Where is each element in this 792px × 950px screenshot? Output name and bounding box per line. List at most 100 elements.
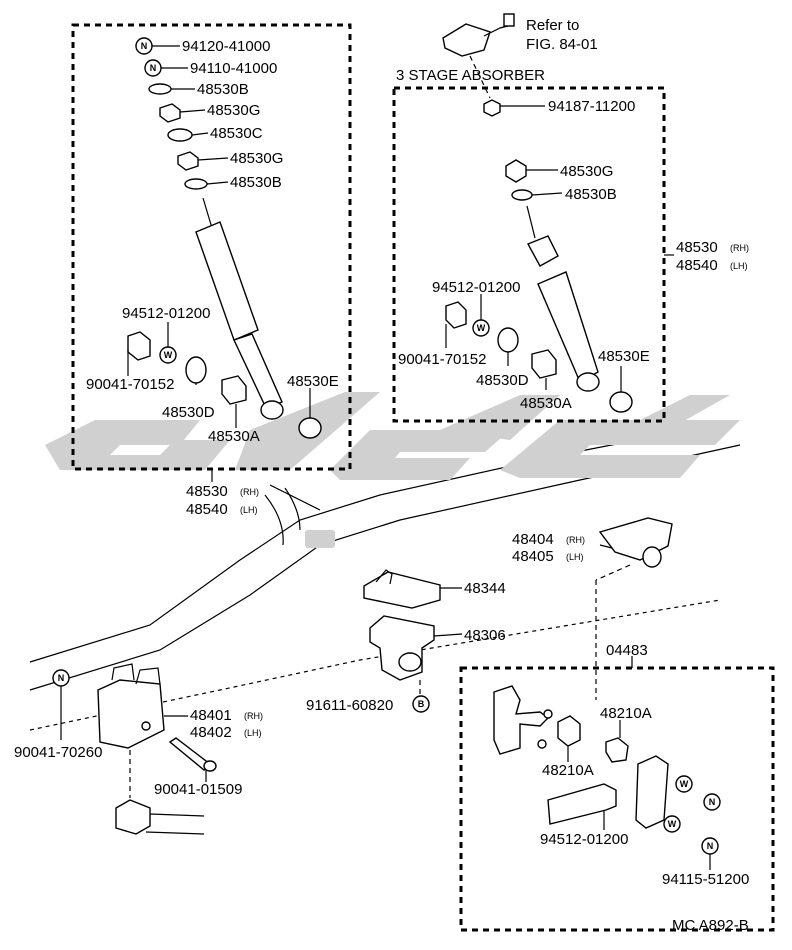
label-90041-70152-right: 90041-70152 (398, 351, 486, 368)
left-shock-absorber (195, 197, 284, 420)
label-94115: 94115-51200 (662, 871, 749, 888)
washer-symbol-text-1: W (164, 350, 173, 360)
label-48530a-left: 48530A (208, 428, 260, 445)
bushing-48530g-upper (159, 103, 181, 123)
left-shock-lower-parts: W (127, 322, 322, 439)
bushing-48530-left (185, 356, 207, 384)
bushing-48530g-lower (177, 151, 199, 171)
nut-symbol-text-4: N (707, 841, 714, 851)
bushing-48530-right (497, 327, 519, 353)
label-rh-48401: (RH) (244, 711, 263, 721)
label-94512-right: 94512-01200 (432, 279, 520, 296)
bracket-48306: B (369, 615, 463, 713)
label-94512-left: 94512-01200 (122, 305, 210, 322)
collar-90041-70152-left (127, 331, 151, 361)
shackle-bracket-48404 (595, 517, 673, 700)
label-48530e-left: 48530E (287, 373, 339, 390)
label-48540-right: 48540 (676, 257, 718, 274)
cup-48530c (167, 128, 193, 142)
label-48401: 48401 (190, 707, 232, 724)
washer-48530b-upper (148, 83, 172, 95)
washer-symbol-text-3: W (680, 779, 689, 789)
label-94512-bottom: 94512-01200 (540, 831, 628, 848)
label-90041-01509: 90041-01509 (154, 781, 242, 798)
label-48306: 48306 (464, 627, 506, 644)
right-shock-lower-parts: W (445, 294, 633, 413)
sensor-connector (442, 13, 515, 99)
nut-94187 (483, 99, 501, 117)
label-48402: 48402 (190, 724, 232, 741)
right-shock-upper-parts (483, 99, 563, 201)
label-90041-70260: 90041-70260 (14, 744, 102, 761)
label-94120: 94120-41000 (182, 38, 270, 55)
label-04483: 04483 (606, 642, 648, 659)
label-48530b-l2: 48530B (230, 174, 282, 191)
label-lh-bottom: (LH) (240, 505, 258, 515)
label-lh-right: (LH) (730, 261, 748, 271)
bolt-symbol-b (412, 695, 430, 713)
washer-48530b-right (511, 189, 533, 201)
bushing-48210a-2 (605, 737, 629, 763)
label-48540-bottom: 48540 (186, 501, 228, 518)
watermark-logo (45, 392, 740, 548)
right-shock-absorber (526, 205, 600, 392)
washer-symbol-kit-2 (663, 815, 681, 833)
label-91611: 91611-60820 (306, 697, 393, 714)
bushing-48530d-left (221, 375, 247, 405)
labels: Refer to FIG. 84-01 3 STAGE ABSORBER 941… (14, 17, 749, 934)
left-shock-upper-parts: N N (135, 37, 229, 190)
right-shock-group-box (392, 86, 666, 423)
label-48530g-right: 48530G (560, 163, 613, 180)
label-fig-ref: FIG. 84-01 (526, 36, 598, 53)
collar-90041-70152-right (445, 301, 467, 329)
label-48530e-right: 48530E (598, 348, 650, 365)
label-rh-bottom: (RH) (240, 487, 259, 497)
bushing-48210a-1 (557, 715, 581, 747)
nut-symbol-text-5: N (58, 673, 65, 683)
nut-symbol-kit-1 (703, 793, 721, 811)
bushing-48530e-left (298, 417, 322, 439)
label-48530b-right: 48530B (565, 186, 617, 203)
shackle-kit-box (459, 666, 775, 932)
label-48210a-1: 48210A (600, 705, 652, 722)
washer-symbol-kit-1 (675, 775, 693, 793)
bracket-48344 (363, 569, 462, 609)
bushing-48530d-right (531, 349, 557, 379)
label-rh-right: (RH) (730, 243, 749, 253)
label-48530-right: 48530 (676, 239, 718, 256)
label-48405: 48405 (512, 548, 554, 565)
label-48530c: 48530C (210, 125, 263, 142)
diagram-code: MC A892-B (672, 917, 749, 934)
label-94110: 94110-41000 (190, 60, 277, 77)
label-48344: 48344 (464, 580, 506, 597)
bolt-symbol-text: B (418, 699, 425, 709)
front-hanger-48401: N (52, 663, 217, 835)
label-48530g-l1: 48530G (207, 102, 260, 119)
label-48530a-right: 48530A (520, 395, 572, 412)
label-48530d-left: 48530D (162, 404, 215, 421)
label-lh-48402: (LH) (244, 728, 262, 738)
label-90041-70152-left: 90041-70152 (86, 376, 174, 393)
label-94187: 94187-11200 (548, 98, 635, 115)
shackle-kit-parts: W N W N (493, 685, 721, 870)
label-48530-bottom: 48530 (186, 483, 228, 500)
label-48210a-2: 48210A (542, 762, 594, 779)
nut-symbol-text-1: N (141, 41, 148, 51)
washer-symbol-text-4: W (668, 819, 677, 829)
label-48530g-l2: 48530G (230, 150, 283, 167)
bushing-48530g-right (505, 159, 527, 183)
label-refer-to: Refer to (526, 17, 579, 34)
label-absorber-title: 3 STAGE ABSORBER (396, 67, 545, 84)
label-lh-48405: (LH) (566, 552, 584, 562)
washer-symbol-text-2: W (477, 323, 486, 333)
label-48530b-l1: 48530B (197, 81, 249, 98)
washer-48530b-lower (184, 178, 208, 190)
bushing-48530e-right (609, 391, 633, 413)
label-48404: 48404 (512, 531, 554, 548)
label-rh-48404: (RH) (566, 535, 585, 545)
nut-symbol-text-2: N (150, 63, 157, 73)
nut-symbol-text-3: N (709, 797, 716, 807)
label-48530d-right: 48530D (476, 372, 529, 389)
